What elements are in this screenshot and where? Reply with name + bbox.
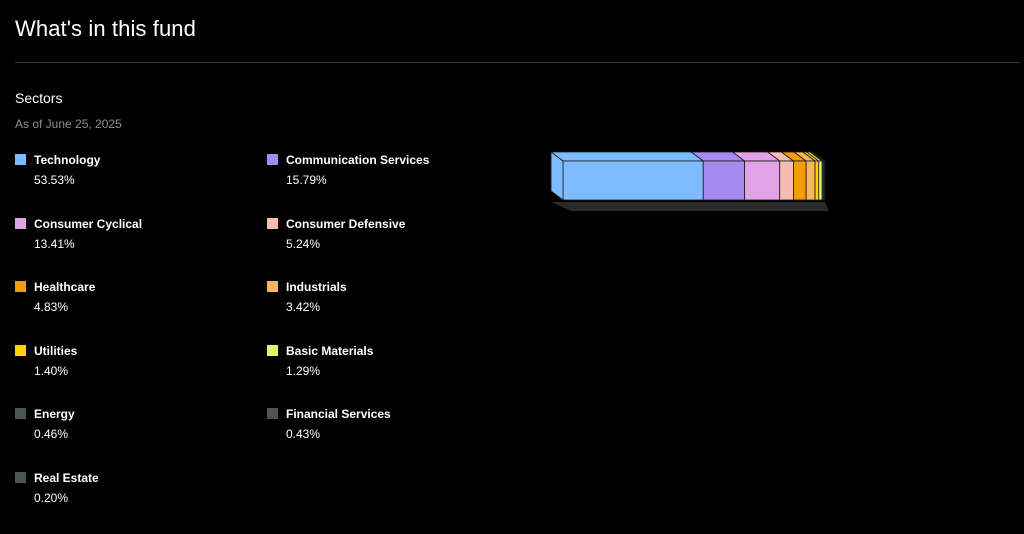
legend-item-name: Basic Materials <box>286 344 373 358</box>
sector-legend: Technology 53.53% Communication Services 15… <box>15 153 519 534</box>
legend-swatch <box>15 218 26 229</box>
legend-item-value: 13.41% <box>34 237 75 251</box>
bar-segment-front: Healthcare 4.83% <box>793 161 806 200</box>
legend-item-name: Real Estate <box>34 471 99 485</box>
bar-segment-front: Real Estate 0.2% <box>824 161 825 200</box>
legend-item-value: 1.40% <box>34 364 68 378</box>
page-title: What's in this fund <box>15 16 196 42</box>
legend-swatch <box>267 345 278 356</box>
legend-item-value: 4.83% <box>34 300 68 314</box>
legend-swatch <box>267 218 278 229</box>
sector-stacked-bar-chart: Technology 53.53%Communication Services … <box>545 145 835 217</box>
legend-item-name: Utilities <box>34 344 77 358</box>
legend-item: Financial Services 0.43% <box>267 407 519 471</box>
bar-segment-front: Utilities 1.4% <box>815 161 819 200</box>
legend-item-name: Technology <box>34 153 100 167</box>
legend-item-name: Energy <box>34 407 75 421</box>
legend-item: Basic Materials 1.29% <box>267 344 519 408</box>
bar-segment-front: Consumer Defensive 5.24% <box>780 161 794 200</box>
legend-item-name: Consumer Defensive <box>286 217 405 231</box>
legend-item: Real Estate 0.20% <box>15 471 267 534</box>
legend-item: Healthcare 4.83% <box>15 280 267 344</box>
bar-left-side <box>551 152 563 200</box>
bar-segment: Technology 53.53% <box>551 152 703 200</box>
legend-item: Consumer Cyclical 13.41% <box>15 217 267 281</box>
legend-item-value: 53.53% <box>34 173 75 187</box>
legend-item-name: Healthcare <box>34 280 95 294</box>
as-of-date: As of June 25, 2025 <box>15 117 122 131</box>
section-title: Sectors <box>15 90 62 106</box>
divider <box>15 62 1020 63</box>
legend-item-value: 5.24% <box>286 237 320 251</box>
legend-item: Communication Services 15.79% <box>267 153 519 217</box>
legend-swatch <box>267 281 278 292</box>
legend-item: Industrials 3.42% <box>267 280 519 344</box>
legend-item-value: 0.46% <box>34 427 68 441</box>
legend-item-name: Financial Services <box>286 407 391 421</box>
legend-item-value: 3.42% <box>286 300 320 314</box>
legend-item-name: Industrials <box>286 280 347 294</box>
legend-item-value: 0.20% <box>34 491 68 505</box>
legend-item: Utilities 1.40% <box>15 344 267 408</box>
bar-segment-front: Industrials 3.42% <box>806 161 815 200</box>
bar-segment-front: Basic Materials 1.29% <box>819 161 822 200</box>
legend-swatch <box>15 345 26 356</box>
legend-item-value: 1.29% <box>286 364 320 378</box>
bar-segment-front: Technology 53.53% <box>563 161 703 200</box>
legend-swatch <box>267 408 278 419</box>
legend-item-value: 0.43% <box>286 427 320 441</box>
legend-item: Energy 0.46% <box>15 407 267 471</box>
legend-swatch <box>15 281 26 292</box>
bar-segment-front: Communication Services 15.79% <box>703 161 744 200</box>
legend-item-name: Communication Services <box>286 153 429 167</box>
bar-floor-shadow <box>551 202 829 211</box>
legend-item-name: Consumer Cyclical <box>34 217 142 231</box>
legend-item-value: 15.79% <box>286 173 327 187</box>
bar-segment-front: Consumer Cyclical 13.41% <box>745 161 780 200</box>
legend-swatch <box>15 472 26 483</box>
legend-swatch <box>15 408 26 419</box>
legend-item: Technology 53.53% <box>15 153 267 217</box>
legend-swatch <box>15 154 26 165</box>
legend-item: Consumer Defensive 5.24% <box>267 217 519 281</box>
legend-swatch <box>267 154 278 165</box>
bar-segment-top <box>551 152 703 161</box>
